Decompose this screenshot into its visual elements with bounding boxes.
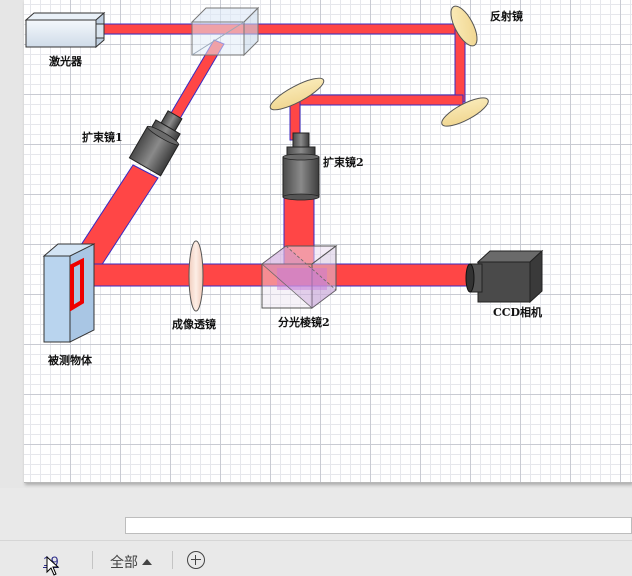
beam-expander-2-label: 扩束镜2: [323, 155, 364, 169]
add-page-plus-icon[interactable]: [187, 551, 205, 569]
mirror-top: 反射镜: [450, 5, 523, 47]
beam-splitter-top: [190, 6, 260, 57]
triangle-up-icon: [142, 559, 152, 565]
beam-expander-2: [282, 132, 320, 201]
horizontal-scrollbar[interactable]: [125, 517, 632, 534]
drawing-canvas[interactable]: 激光器 反射镜 扩束镜1: [0, 0, 632, 488]
test-object: 被测物体: [42, 243, 96, 367]
laser-label: 激光器: [49, 54, 83, 68]
laser-beams: [65, 23, 476, 287]
beam-middle-horizontal: [294, 94, 464, 106]
beam-expander-1-label: 扩束镜1: [82, 130, 123, 144]
imaging-lens-label: 成像透镜: [172, 317, 216, 331]
drawing-page[interactable]: [24, 0, 632, 483]
separator: [172, 551, 173, 569]
beam-top-horizontal: [99, 23, 467, 35]
beam-splitter-label: 分光棱镜2: [278, 315, 330, 329]
mirror-right: [441, 97, 489, 127]
beam-splitter-2: 分光棱镜2: [260, 245, 338, 329]
all-pages-label: 全部: [110, 554, 138, 570]
mouse-cursor-icon: [46, 556, 60, 576]
separator: [92, 551, 93, 569]
ccd-camera: CCD相机: [465, 249, 544, 319]
mirror-label: 反射镜: [490, 9, 523, 23]
laser-source: 激光器: [24, 11, 106, 68]
imaging-lens: 成像透镜: [172, 240, 216, 331]
status-bar: 19 全部: [0, 540, 632, 576]
optical-setup-diagram: 激光器 反射镜 扩束镜1: [24, 5, 544, 367]
beam-expander-1: [128, 110, 183, 177]
ccd-label: CCD相机: [493, 305, 542, 319]
mirror-left: [269, 77, 325, 111]
test-object-label: 被测物体: [48, 353, 93, 367]
all-pages-dropdown[interactable]: 全部: [110, 552, 152, 572]
